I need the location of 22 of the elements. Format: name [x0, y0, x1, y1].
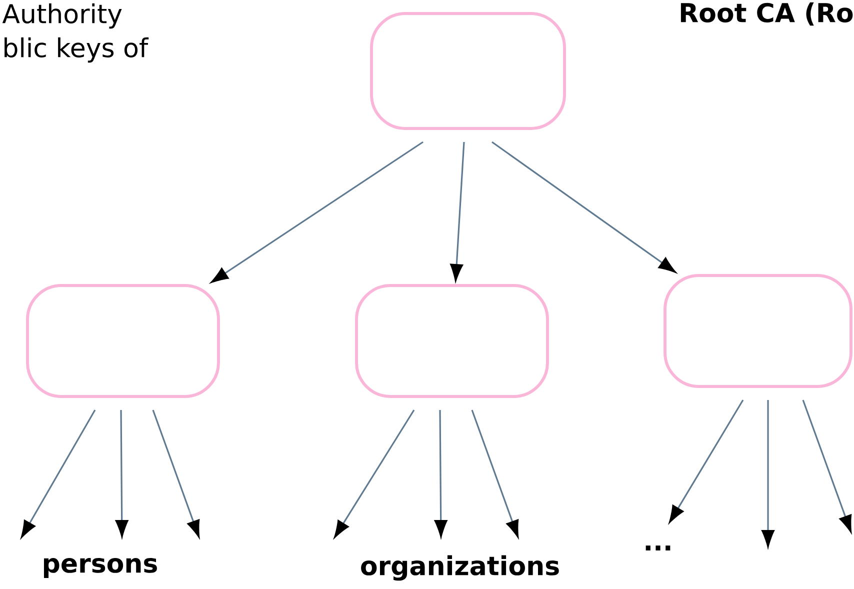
- arrow: [210, 141, 424, 283]
- arrow: [471, 410, 519, 538]
- arrow: [152, 410, 200, 538]
- rounded-box: [370, 12, 566, 130]
- label-text: organizations: [361, 555, 559, 581]
- arrow: [802, 400, 852, 532]
- rounded-box: [664, 274, 852, 388]
- arrow: [20, 410, 96, 538]
- rounded-box: [355, 284, 549, 398]
- arrow: [334, 410, 415, 538]
- arrow: [115, 410, 128, 538]
- rounded-box: [26, 284, 220, 398]
- label-text: blic keys of: [4, 37, 149, 63]
- label-text: ...: [646, 546, 670, 550]
- label-text: Root CA (Ro: [680, 2, 853, 26]
- arrow: [669, 400, 744, 523]
- arrow: [450, 142, 465, 282]
- label-text: Authority: [2, 3, 122, 29]
- arrow: [434, 410, 448, 538]
- label-text: persons: [44, 558, 157, 578]
- arrow: [492, 141, 676, 273]
- arrow: [762, 400, 774, 548]
